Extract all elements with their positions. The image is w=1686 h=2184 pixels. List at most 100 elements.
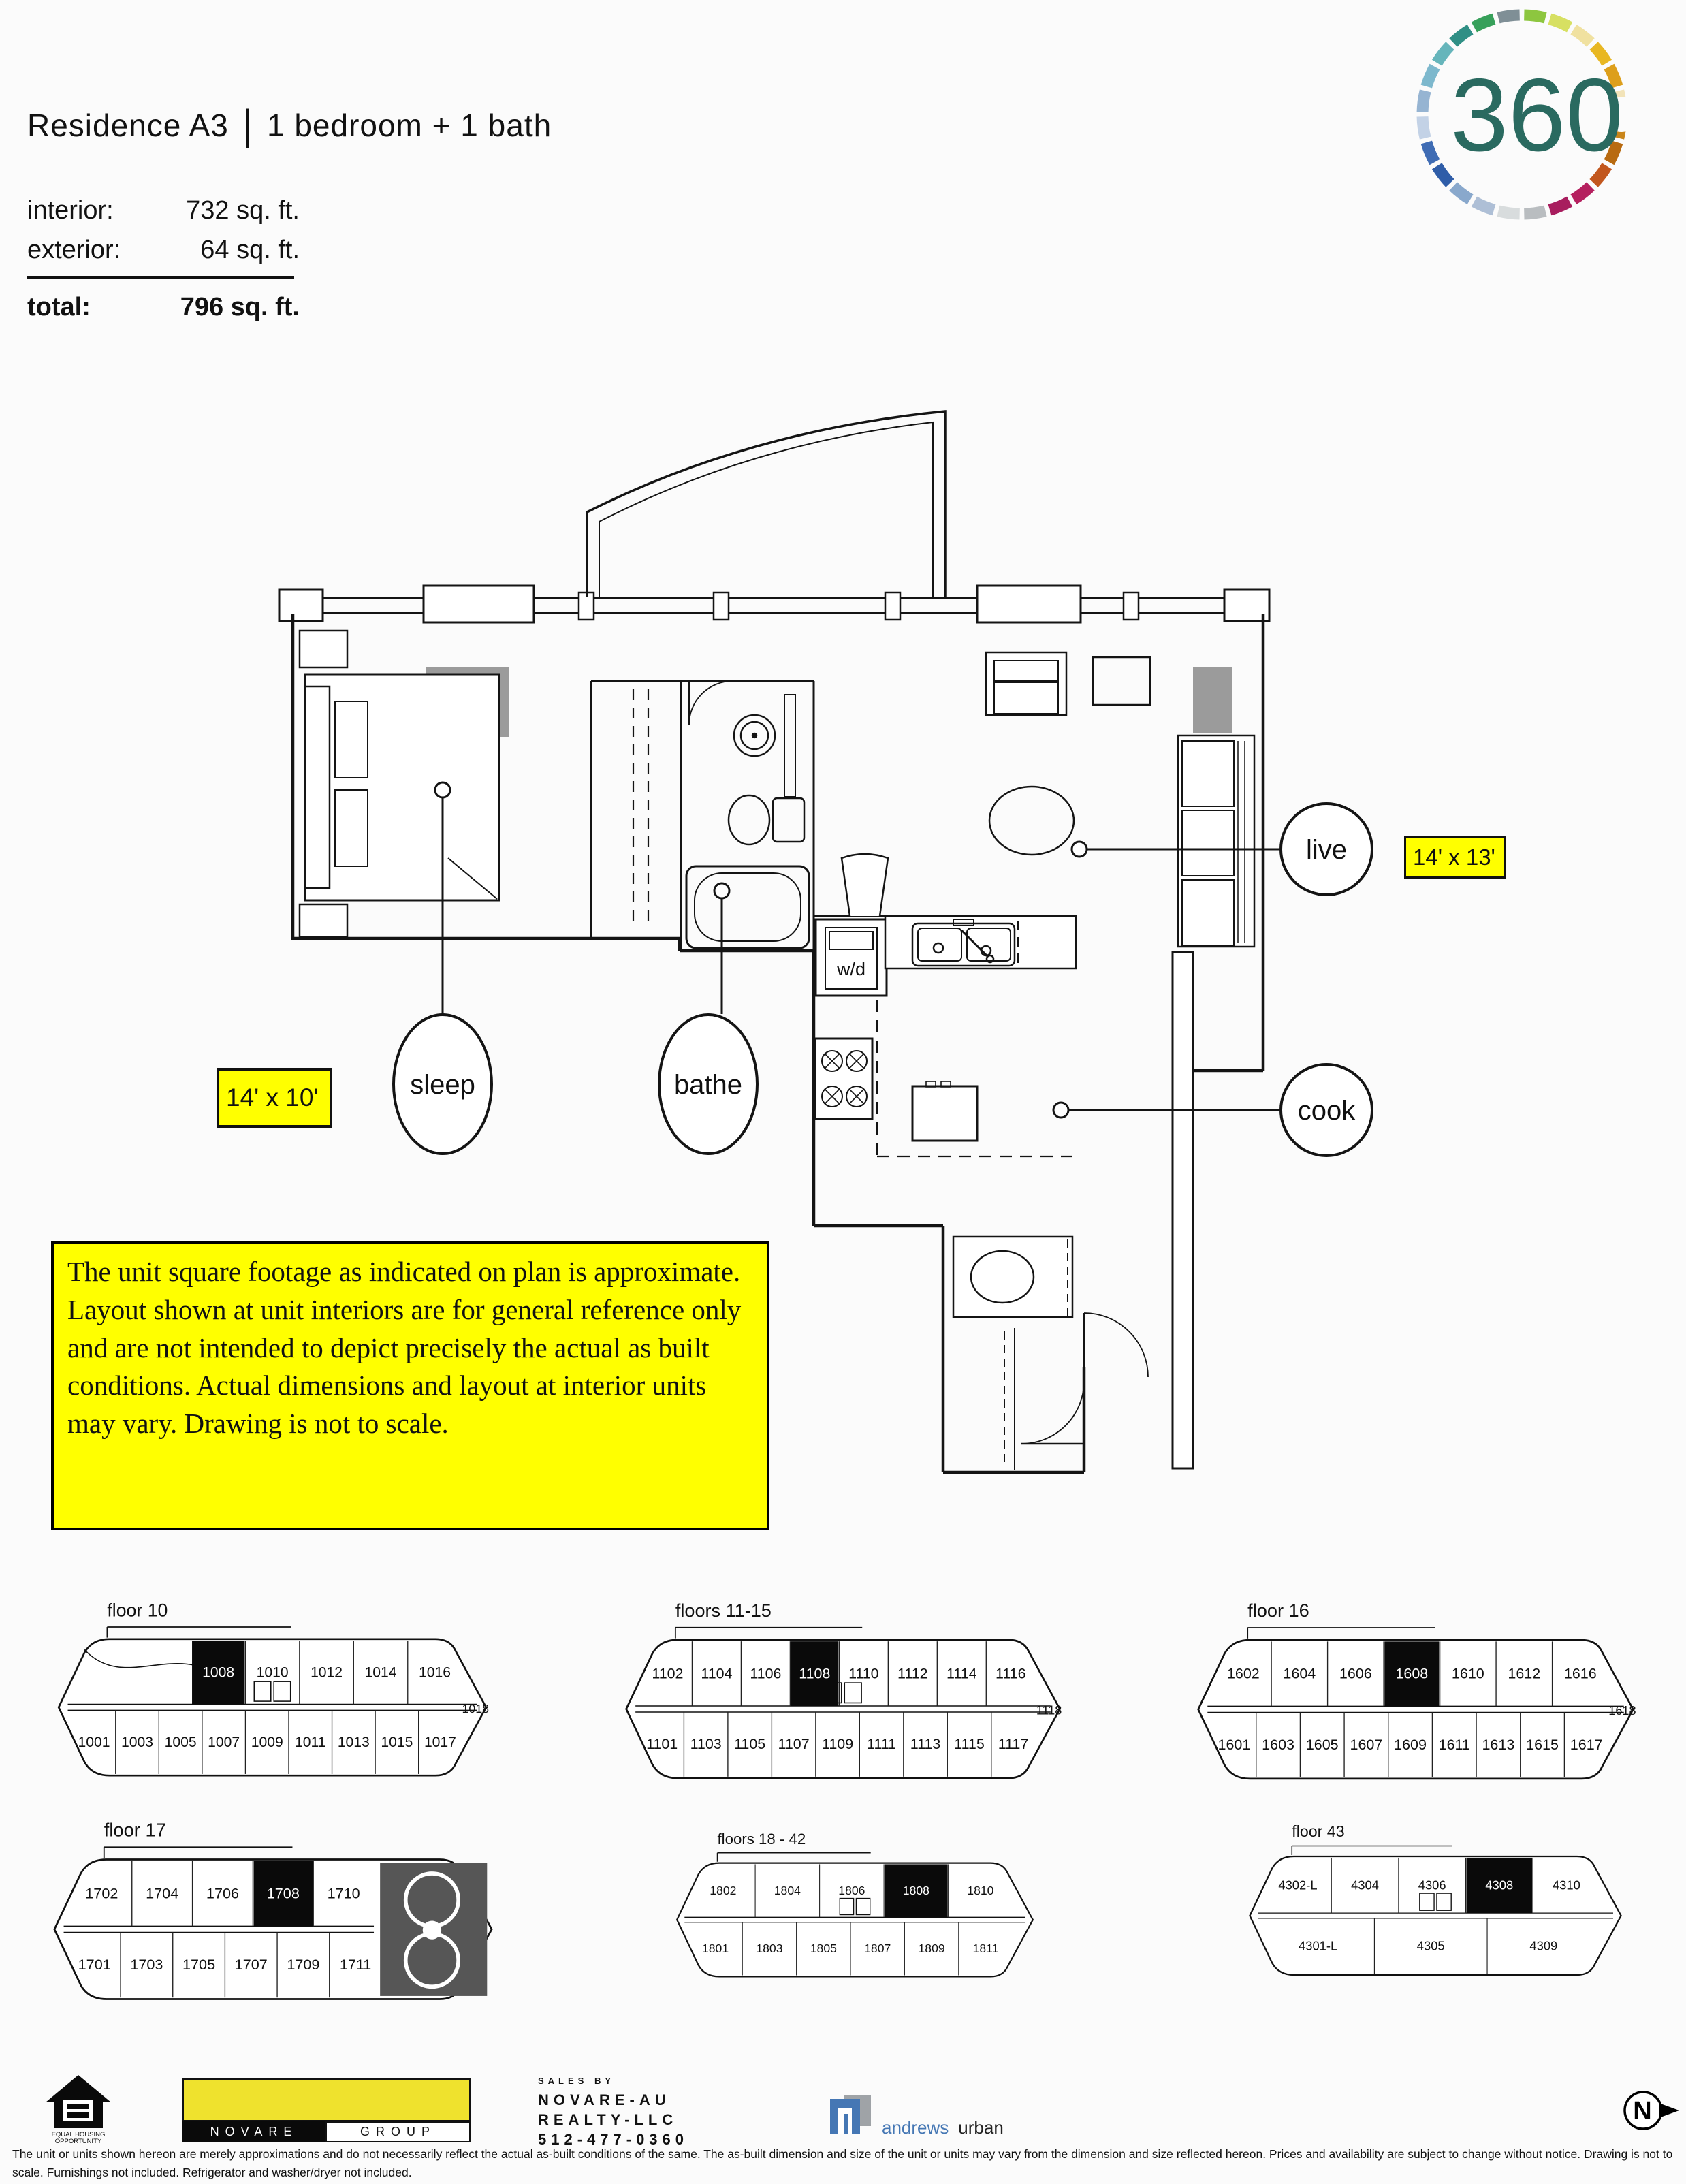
unit-number: 1607 — [1350, 1737, 1382, 1753]
andrews-label: andrews — [882, 2117, 949, 2138]
unit-number: 1117 — [998, 1736, 1029, 1752]
total-label: total: — [27, 292, 91, 321]
unit-number: 1611 — [1439, 1737, 1470, 1753]
unit-number: 4310 — [1553, 1878, 1580, 1892]
floor-label: floors 11-15 — [675, 1600, 772, 1621]
elevator-core — [1419, 1893, 1435, 1911]
unit-number: 1011 — [295, 1735, 325, 1750]
svg-text:N: N — [1633, 2097, 1651, 2125]
unit-number: 1710 — [328, 1884, 360, 1901]
exterior-walls — [291, 614, 1265, 1474]
unit-number: 1103 — [690, 1736, 722, 1752]
side-table — [1092, 656, 1151, 706]
range-hood — [840, 853, 889, 917]
toilet — [727, 794, 806, 846]
total-divider — [27, 276, 294, 279]
svg-text:cook: cook — [1298, 1096, 1356, 1126]
sales-company-1: NOVARE-AU — [538, 2091, 671, 2108]
sales-contact: SALES BY NOVARE-AU REALTY-LLC 512-477-03… — [538, 2076, 688, 2149]
sales-company-2: REALTY-LLC — [538, 2111, 678, 2128]
closet — [632, 689, 650, 926]
building-outline — [1249, 1855, 1622, 1976]
unit-number: 1615 — [1526, 1737, 1559, 1753]
unit-number-highlight: 1708 — [267, 1884, 300, 1901]
building-outline — [625, 1639, 1061, 1779]
unit-number: 1809 — [919, 1942, 945, 1955]
unit-number: 1610 — [1452, 1666, 1484, 1682]
unit-number: 1114 — [947, 1665, 977, 1681]
unit-number: 1007 — [208, 1735, 240, 1750]
square-footage-stats: interior: 732 sq. ft. exterior: 64 sq. f… — [27, 191, 300, 327]
unit-number: 1618 — [1608, 1704, 1636, 1718]
svg-text:bathe: bathe — [674, 1070, 742, 1100]
interior-value: 732 sq. ft. — [186, 195, 300, 225]
column — [1193, 667, 1232, 733]
elevator-core — [253, 1681, 272, 1702]
unit-number-highlight: 4308 — [1485, 1878, 1513, 1892]
room-label-bathe: bathe — [658, 1013, 759, 1155]
interior-row: interior: 732 sq. ft. — [27, 191, 300, 230]
unit-number: 1112 — [897, 1665, 928, 1681]
bathroom-sink — [733, 694, 796, 797]
andrews-urban-logo: andrews urban — [827, 2091, 1004, 2138]
group-label: GROUP — [325, 2121, 471, 2142]
exterior-value: 64 sq. ft. — [200, 235, 300, 264]
unit-number: 1016 — [419, 1664, 451, 1680]
unit-number: 1001 — [78, 1735, 110, 1750]
unit-number: 1115 — [954, 1736, 985, 1752]
bathtub — [685, 865, 810, 949]
novare-yellow-block — [182, 2078, 471, 2121]
logo-text: 360 — [1450, 57, 1623, 173]
unit-number-highlight: 1608 — [1395, 1666, 1428, 1682]
building-outline — [675, 1862, 1034, 1978]
highlighted-unit — [192, 1641, 245, 1705]
novare-group-logo: NOVARE GROUP — [182, 2078, 472, 2144]
exterior-row: exterior: 64 sq. ft. — [27, 230, 300, 270]
sofa — [1177, 734, 1256, 948]
highlighted-unit — [791, 1641, 839, 1706]
exterior-label: exterior: — [27, 235, 121, 264]
armchair — [985, 651, 1068, 716]
unit-number: 4301-L — [1299, 1938, 1337, 1952]
leader-lines — [434, 781, 1281, 1119]
unit-number: 1613 — [1482, 1737, 1514, 1753]
total-value: 796 sq. ft. — [180, 292, 300, 321]
disclaimer-box: The unit square footage as indicated on … — [51, 1241, 769, 1530]
dimension-sleep: 14' x 10' — [217, 1068, 332, 1128]
unit-number-highlight: 1108 — [799, 1665, 830, 1681]
novare-label: NOVARE — [182, 2121, 325, 2142]
residence-name: Residence A3 — [27, 107, 229, 143]
unit-number: 1113 — [910, 1736, 941, 1752]
kitchen-counter — [884, 915, 1077, 970]
ring-gap — [1604, 97, 1631, 132]
urban-label: urban — [958, 2117, 1004, 2138]
unit-number: 1701 — [78, 1956, 111, 1973]
unit-number: 1116 — [996, 1665, 1026, 1681]
unit-number: 1015 — [381, 1735, 413, 1750]
sales-phone: 512-477-0360 — [538, 2131, 689, 2148]
unit-number: 1616 — [1564, 1666, 1597, 1682]
floor-label: floor 10 — [107, 1600, 168, 1620]
building-outline — [1197, 1639, 1634, 1780]
unit-number: 1709 — [287, 1956, 319, 1973]
unit-number: 1803 — [756, 1942, 782, 1955]
floor-label: floor 16 — [1247, 1600, 1309, 1621]
unit-number-highlight: 1008 — [202, 1664, 234, 1680]
unit-number: 1107 — [778, 1736, 810, 1752]
unit-number: 1009 — [251, 1735, 283, 1750]
highlighted-unit — [253, 1861, 313, 1927]
unit-number: 1804 — [774, 1884, 801, 1897]
unit-number: 1604 — [1283, 1666, 1316, 1682]
unit-number: 1013 — [338, 1735, 370, 1750]
unit-number: 1601 — [1218, 1737, 1250, 1753]
unit-type: 1 bedroom + 1 bath — [266, 107, 552, 143]
highlighted-unit — [1466, 1857, 1533, 1914]
